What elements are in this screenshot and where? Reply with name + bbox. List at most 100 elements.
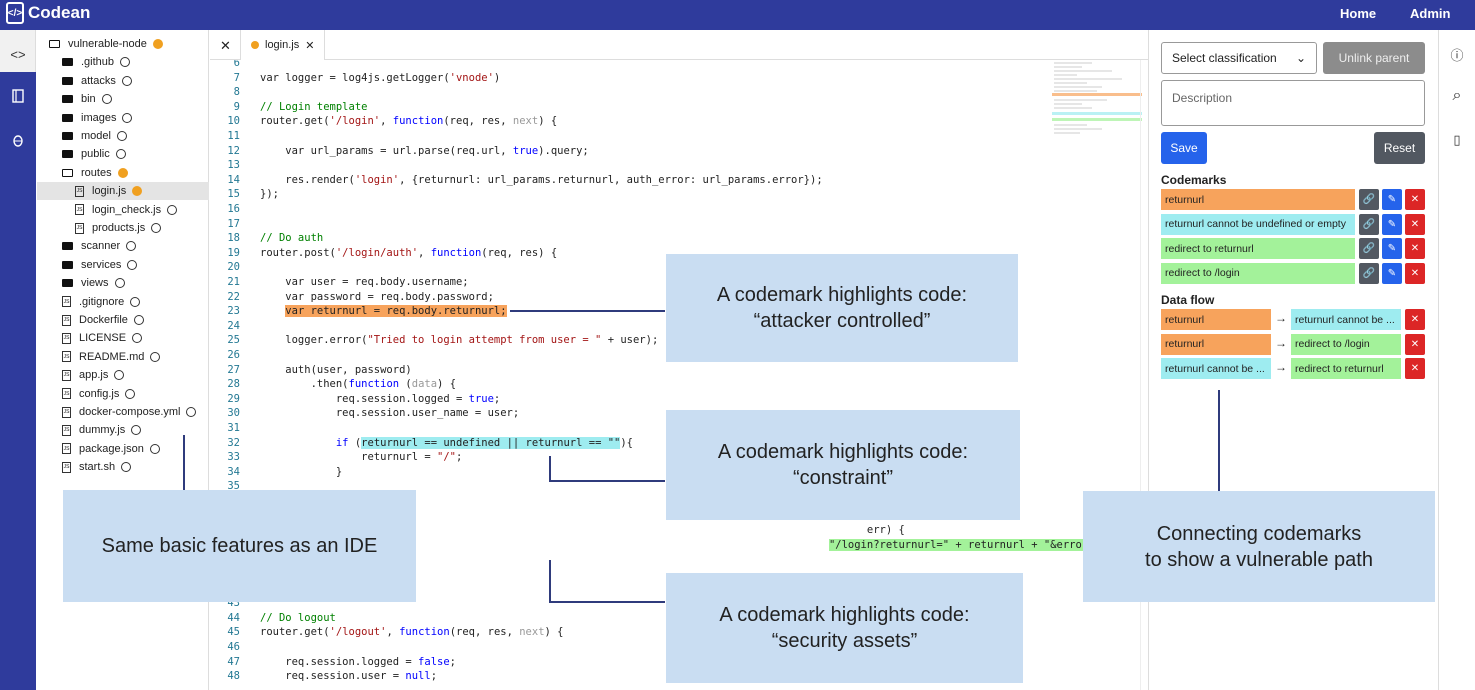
code-line[interactable]: 30 req.session.user_name = user;: [210, 406, 519, 421]
code-line[interactable]: 16: [210, 202, 260, 217]
tree-item[interactable]: model: [37, 127, 209, 145]
tree-item[interactable]: scanner: [37, 237, 209, 255]
codemark-label[interactable]: redirect to returnurl: [1161, 238, 1355, 259]
code-line[interactable]: 44// Do logout: [210, 611, 336, 626]
code-line[interactable]: 23 var returnurl = req.body.returnurl;: [210, 304, 507, 319]
delete-icon[interactable]: ✕: [1405, 262, 1425, 284]
tree-item[interactable]: vulnerable-node: [37, 35, 209, 53]
codemark-label[interactable]: returnurl cannot be undefined or empty: [1161, 213, 1355, 235]
classification-select[interactable]: Select classification ⌄: [1161, 42, 1317, 74]
tree-item[interactable]: images: [37, 109, 209, 127]
dataflow-target[interactable]: redirect to returnurl: [1291, 358, 1401, 379]
code-line[interactable]: 47 req.session.logged = false;: [210, 655, 456, 670]
code-line[interactable]: 32 if (returnurl == undefined || returnu…: [210, 436, 633, 451]
code-line[interactable]: 22 var password = req.body.password;: [210, 290, 494, 305]
code-line[interactable]: 8: [210, 85, 260, 100]
code-line[interactable]: 29 req.session.logged = true;: [210, 392, 500, 407]
code-line[interactable]: 21 var user = req.body.username;: [210, 275, 468, 290]
search-icon[interactable]: ⌕: [1452, 87, 1462, 104]
edit-icon[interactable]: ✎: [1382, 238, 1402, 259]
tree-item[interactable]: services: [37, 256, 209, 274]
code-line[interactable]: 15});: [210, 187, 279, 202]
dataflow-source[interactable]: returnurl: [1161, 333, 1271, 355]
tree-item[interactable]: bin: [37, 90, 209, 108]
link-icon[interactable]: 🔗: [1359, 213, 1379, 235]
brand[interactable]: </> Codean: [6, 2, 90, 24]
code-line[interactable]: 35: [210, 479, 260, 494]
code-line[interactable]: 26: [210, 348, 260, 363]
nav-admin-link[interactable]: Admin: [1410, 6, 1451, 21]
code-line[interactable]: 14 res.render('login', {returnurl: url_p…: [210, 173, 822, 188]
edit-icon[interactable]: ✎: [1382, 189, 1402, 210]
tree-item[interactable]: JS.gitignore: [37, 293, 209, 311]
dataflow-source[interactable]: returnurl cannot be ...: [1161, 358, 1271, 379]
code-line[interactable]: 24: [210, 319, 260, 334]
code-line[interactable]: 34 }: [210, 465, 342, 480]
delete-icon[interactable]: ✕: [1405, 358, 1425, 379]
bug-icon[interactable]: [0, 122, 36, 158]
code-line[interactable]: 11: [210, 129, 260, 144]
edit-icon[interactable]: ✎: [1382, 262, 1402, 284]
dataflow-source[interactable]: returnurl: [1161, 309, 1271, 330]
delete-icon[interactable]: ✕: [1405, 189, 1425, 210]
unlink-parent-button[interactable]: Unlink parent: [1323, 42, 1425, 74]
minimap[interactable]: [1052, 60, 1142, 140]
code-line[interactable]: 20: [210, 260, 260, 275]
delete-icon[interactable]: ✕: [1405, 309, 1425, 330]
link-icon[interactable]: 🔗: [1359, 262, 1379, 284]
code-line[interactable]: 25 logger.error("Tried to login attempt …: [210, 333, 658, 348]
code-line[interactable]: 18// Do auth: [210, 231, 323, 246]
delete-icon[interactable]: ✕: [1405, 238, 1425, 259]
code-line[interactable]: 31: [210, 421, 260, 436]
codemark-label[interactable]: redirect to /login: [1161, 262, 1355, 284]
tree-item[interactable]: attacks: [37, 72, 209, 90]
delete-icon[interactable]: ✕: [1405, 333, 1425, 355]
tab-login-js[interactable]: login.js ✕: [240, 30, 326, 60]
tree-item[interactable]: .github: [37, 53, 209, 71]
info-icon[interactable]: ⓘ: [1450, 47, 1464, 63]
code-line[interactable]: 9// Login template: [210, 100, 368, 115]
book-icon[interactable]: [0, 78, 36, 114]
code-icon[interactable]: <>: [10, 46, 26, 62]
description-field[interactable]: Description: [1161, 80, 1425, 126]
tree-item[interactable]: routes: [37, 164, 209, 182]
save-button[interactable]: Save: [1161, 132, 1207, 164]
codemark-highlight[interactable]: returnurl == undefined || returnurl == "…: [361, 436, 621, 449]
editor-scrollbar[interactable]: [1140, 60, 1148, 690]
tab-close-icon[interactable]: ✕: [305, 39, 315, 52]
dataflow-target[interactable]: returnurl cannot be ...: [1291, 309, 1401, 330]
code-line[interactable]: 27 auth(user, password): [210, 363, 411, 378]
bookmark-icon[interactable]: ▯: [1453, 132, 1461, 147]
code-line[interactable]: 28 .then(function (data) {: [210, 377, 456, 392]
codemark-label[interactable]: returnurl: [1161, 189, 1355, 210]
code-line[interactable]: 17: [210, 217, 260, 232]
close-all-tabs-icon[interactable]: ✕: [220, 38, 231, 53]
tree-item[interactable]: public: [37, 145, 209, 163]
codemark-highlight[interactable]: var returnurl = req.body.returnurl;: [285, 305, 507, 318]
code-line[interactable]: 12 var url_params = url.parse(req.url, t…: [210, 144, 588, 159]
code-line[interactable]: 48 req.session.user = null;: [210, 669, 437, 684]
dataflow-target[interactable]: redirect to /login: [1291, 333, 1401, 355]
code-line[interactable]: 46: [210, 640, 260, 655]
reset-button[interactable]: Reset: [1374, 132, 1425, 164]
code-line[interactable]: 13: [210, 158, 260, 173]
nav-home-link[interactable]: Home: [1340, 6, 1377, 21]
edit-icon[interactable]: ✎: [1382, 213, 1402, 235]
tree-item[interactable]: views: [37, 274, 209, 292]
delete-icon[interactable]: ✕: [1405, 213, 1425, 235]
